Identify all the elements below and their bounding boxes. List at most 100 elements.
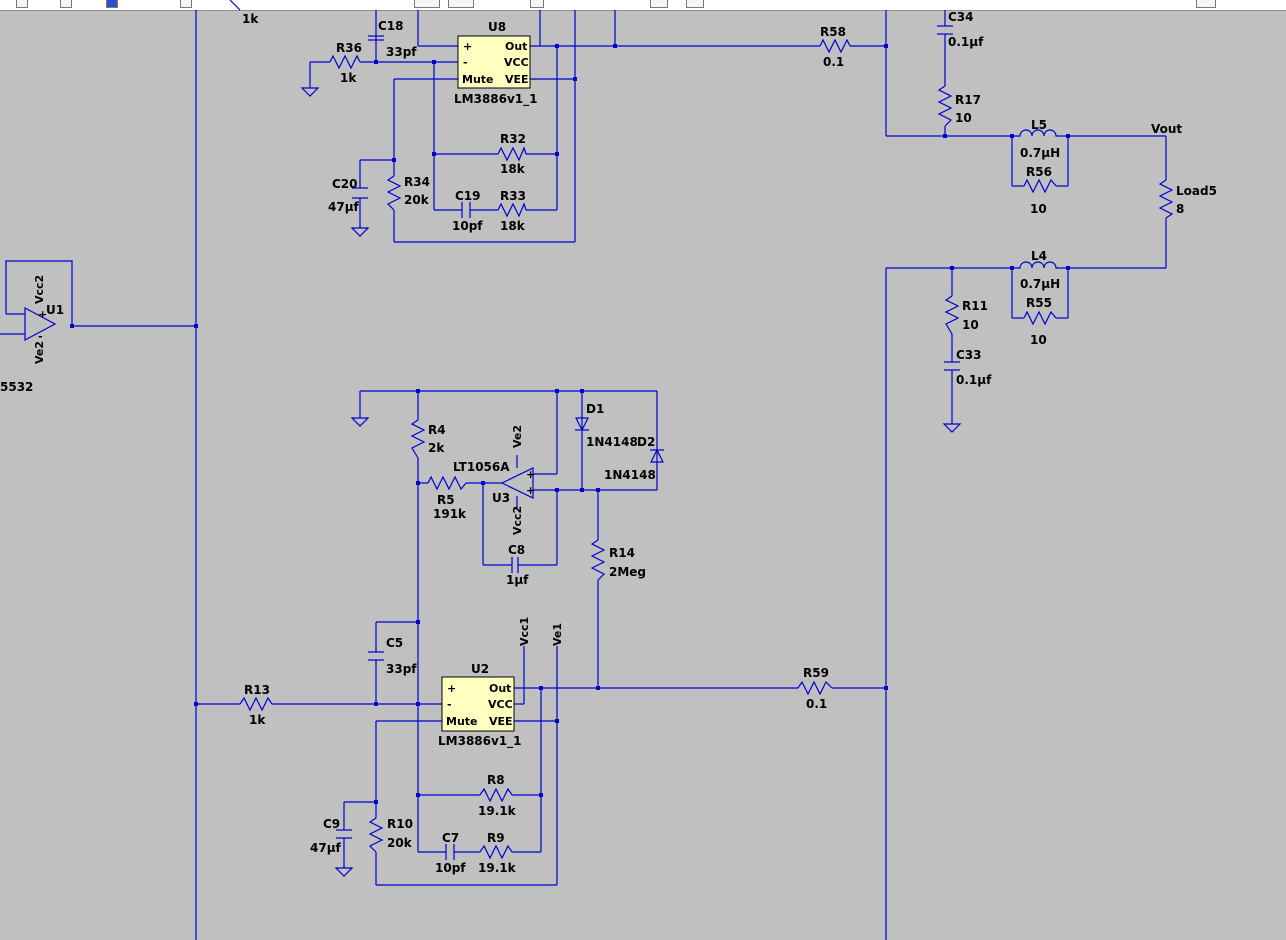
resistor-R9 (479, 844, 513, 860)
D2-value: 1N4148 (604, 468, 656, 482)
Load5-ref: Load5 (1176, 184, 1217, 198)
inductor-L5 (1012, 129, 1068, 137)
R9-value: 19.1k (478, 861, 517, 875)
U8-pin-vcc: VCC (504, 56, 529, 69)
wires (0, 0, 1167, 940)
L5-value: 0.7µH (1020, 146, 1060, 160)
C5-value: 33pf (386, 662, 417, 676)
toolbar-button[interactable] (686, 0, 704, 8)
U3-vee-label: Ve2 (511, 425, 524, 448)
toolbar-button[interactable] (1196, 0, 1216, 8)
U8-ref: U8 (488, 20, 506, 34)
ve1-label: Ve1 (551, 623, 564, 646)
C8-value: 1µf (506, 573, 529, 587)
D1-ref: D1 (586, 402, 604, 416)
ground-symbol (334, 867, 354, 877)
C8-ref: C8 (508, 543, 525, 557)
toolbar-button[interactable] (60, 0, 72, 8)
U2-pin-vee: VEE (489, 715, 513, 728)
U3-plus-sign: + (526, 468, 535, 481)
C33-ref: C33 (956, 348, 982, 362)
R5-value: 191k (433, 507, 467, 521)
C18-ref: C18 (378, 19, 404, 33)
R32-value: 18k (500, 162, 526, 176)
resistor-R36 (329, 54, 361, 70)
R55-value: 10 (1030, 333, 1047, 347)
diode-D1 (575, 417, 589, 432)
U1-vee-label: Ve2 (33, 341, 46, 364)
C18-value: 33pf (386, 45, 417, 59)
L4-ref: L4 (1031, 249, 1047, 263)
toolbar-button[interactable] (180, 0, 192, 8)
R17-ref: R17 (955, 93, 981, 107)
U3-ref: U3 (492, 491, 510, 505)
C20-value: 47µf (328, 200, 360, 214)
R13-value: 1k (249, 713, 266, 727)
resistor-R33 (497, 202, 527, 218)
R8-ref: R8 (487, 773, 505, 787)
C5-ref: C5 (386, 636, 403, 650)
U2-model: LM3886v1_1 (438, 734, 522, 749)
toolbar-button[interactable] (106, 0, 118, 8)
D2-ref: D2 (637, 435, 655, 449)
R55-ref: R55 (1026, 296, 1052, 310)
R34-value: 20k (404, 193, 430, 207)
toolbar (0, 0, 1286, 11)
resistor-R11 (944, 295, 960, 335)
R36-value: 1k (340, 71, 357, 85)
C33-value: 0.1µf (956, 373, 992, 387)
resistor-R13 (239, 696, 273, 712)
diode-D2 (650, 448, 664, 463)
R59-ref: R59 (803, 666, 829, 680)
resistor-R55 (1023, 310, 1057, 326)
U8-pin-mute: Mute (462, 73, 494, 86)
ground-symbol (350, 417, 370, 427)
C20-ref: C20 (332, 177, 358, 191)
resistor-R8 (479, 787, 513, 803)
toolbar-button[interactable] (650, 0, 668, 8)
junction-dots (70, 44, 1070, 804)
resistor-R32 (497, 146, 527, 162)
Load5-value: 8 (1176, 202, 1184, 216)
R33-value: 18k (500, 219, 526, 233)
R14-ref: R14 (609, 546, 635, 560)
ic-U8-body[interactable] (457, 35, 531, 89)
toolbar-button[interactable] (16, 0, 28, 8)
R5-ref: R5 (437, 493, 455, 507)
R14-value: 2Meg (609, 565, 646, 579)
resistor-Load5 (1158, 179, 1174, 219)
R33-ref: R33 (500, 189, 526, 203)
U8-pin-vee: VEE (505, 73, 529, 86)
ground-symbol (350, 227, 370, 237)
U2-pin-minus: - (447, 698, 452, 711)
toolbar-button[interactable] (448, 0, 474, 8)
toolbar-button[interactable] (530, 0, 544, 8)
C7-ref: C7 (442, 831, 459, 845)
U3-vcc-label: Vcc2 (511, 506, 524, 535)
R9-ref: R9 (487, 831, 505, 845)
U1-ref: U1 (46, 303, 64, 317)
C34-ref: C34 (948, 10, 974, 24)
resistor-R10 (368, 817, 384, 853)
U8-pin-out: Out (505, 40, 527, 53)
ground-symbol (300, 87, 320, 97)
toolbar-button[interactable] (414, 0, 440, 8)
U1-vcc-label: Vcc2 (33, 275, 46, 304)
inductor-L4 (1012, 261, 1068, 269)
vout-label: Vout (1151, 122, 1182, 136)
opamp-U1 (24, 307, 57, 341)
R4-ref: R4 (428, 423, 446, 437)
component-symbols (24, 25, 1174, 877)
ic-U2-body[interactable] (441, 676, 515, 732)
R10-value: 20k (387, 836, 413, 850)
U3-model: LT1056A (453, 460, 510, 474)
D1-value: 1N4148 (586, 435, 638, 449)
L4-value: 0.7µH (1020, 277, 1060, 291)
resistor-R17 (937, 85, 953, 127)
R58-value: 0.1 (823, 55, 844, 69)
C19-value: 10pf (452, 219, 483, 233)
U2-ref: U2 (471, 662, 489, 676)
R10-ref: R10 (387, 817, 413, 831)
R59-value: 0.1 (806, 697, 827, 711)
